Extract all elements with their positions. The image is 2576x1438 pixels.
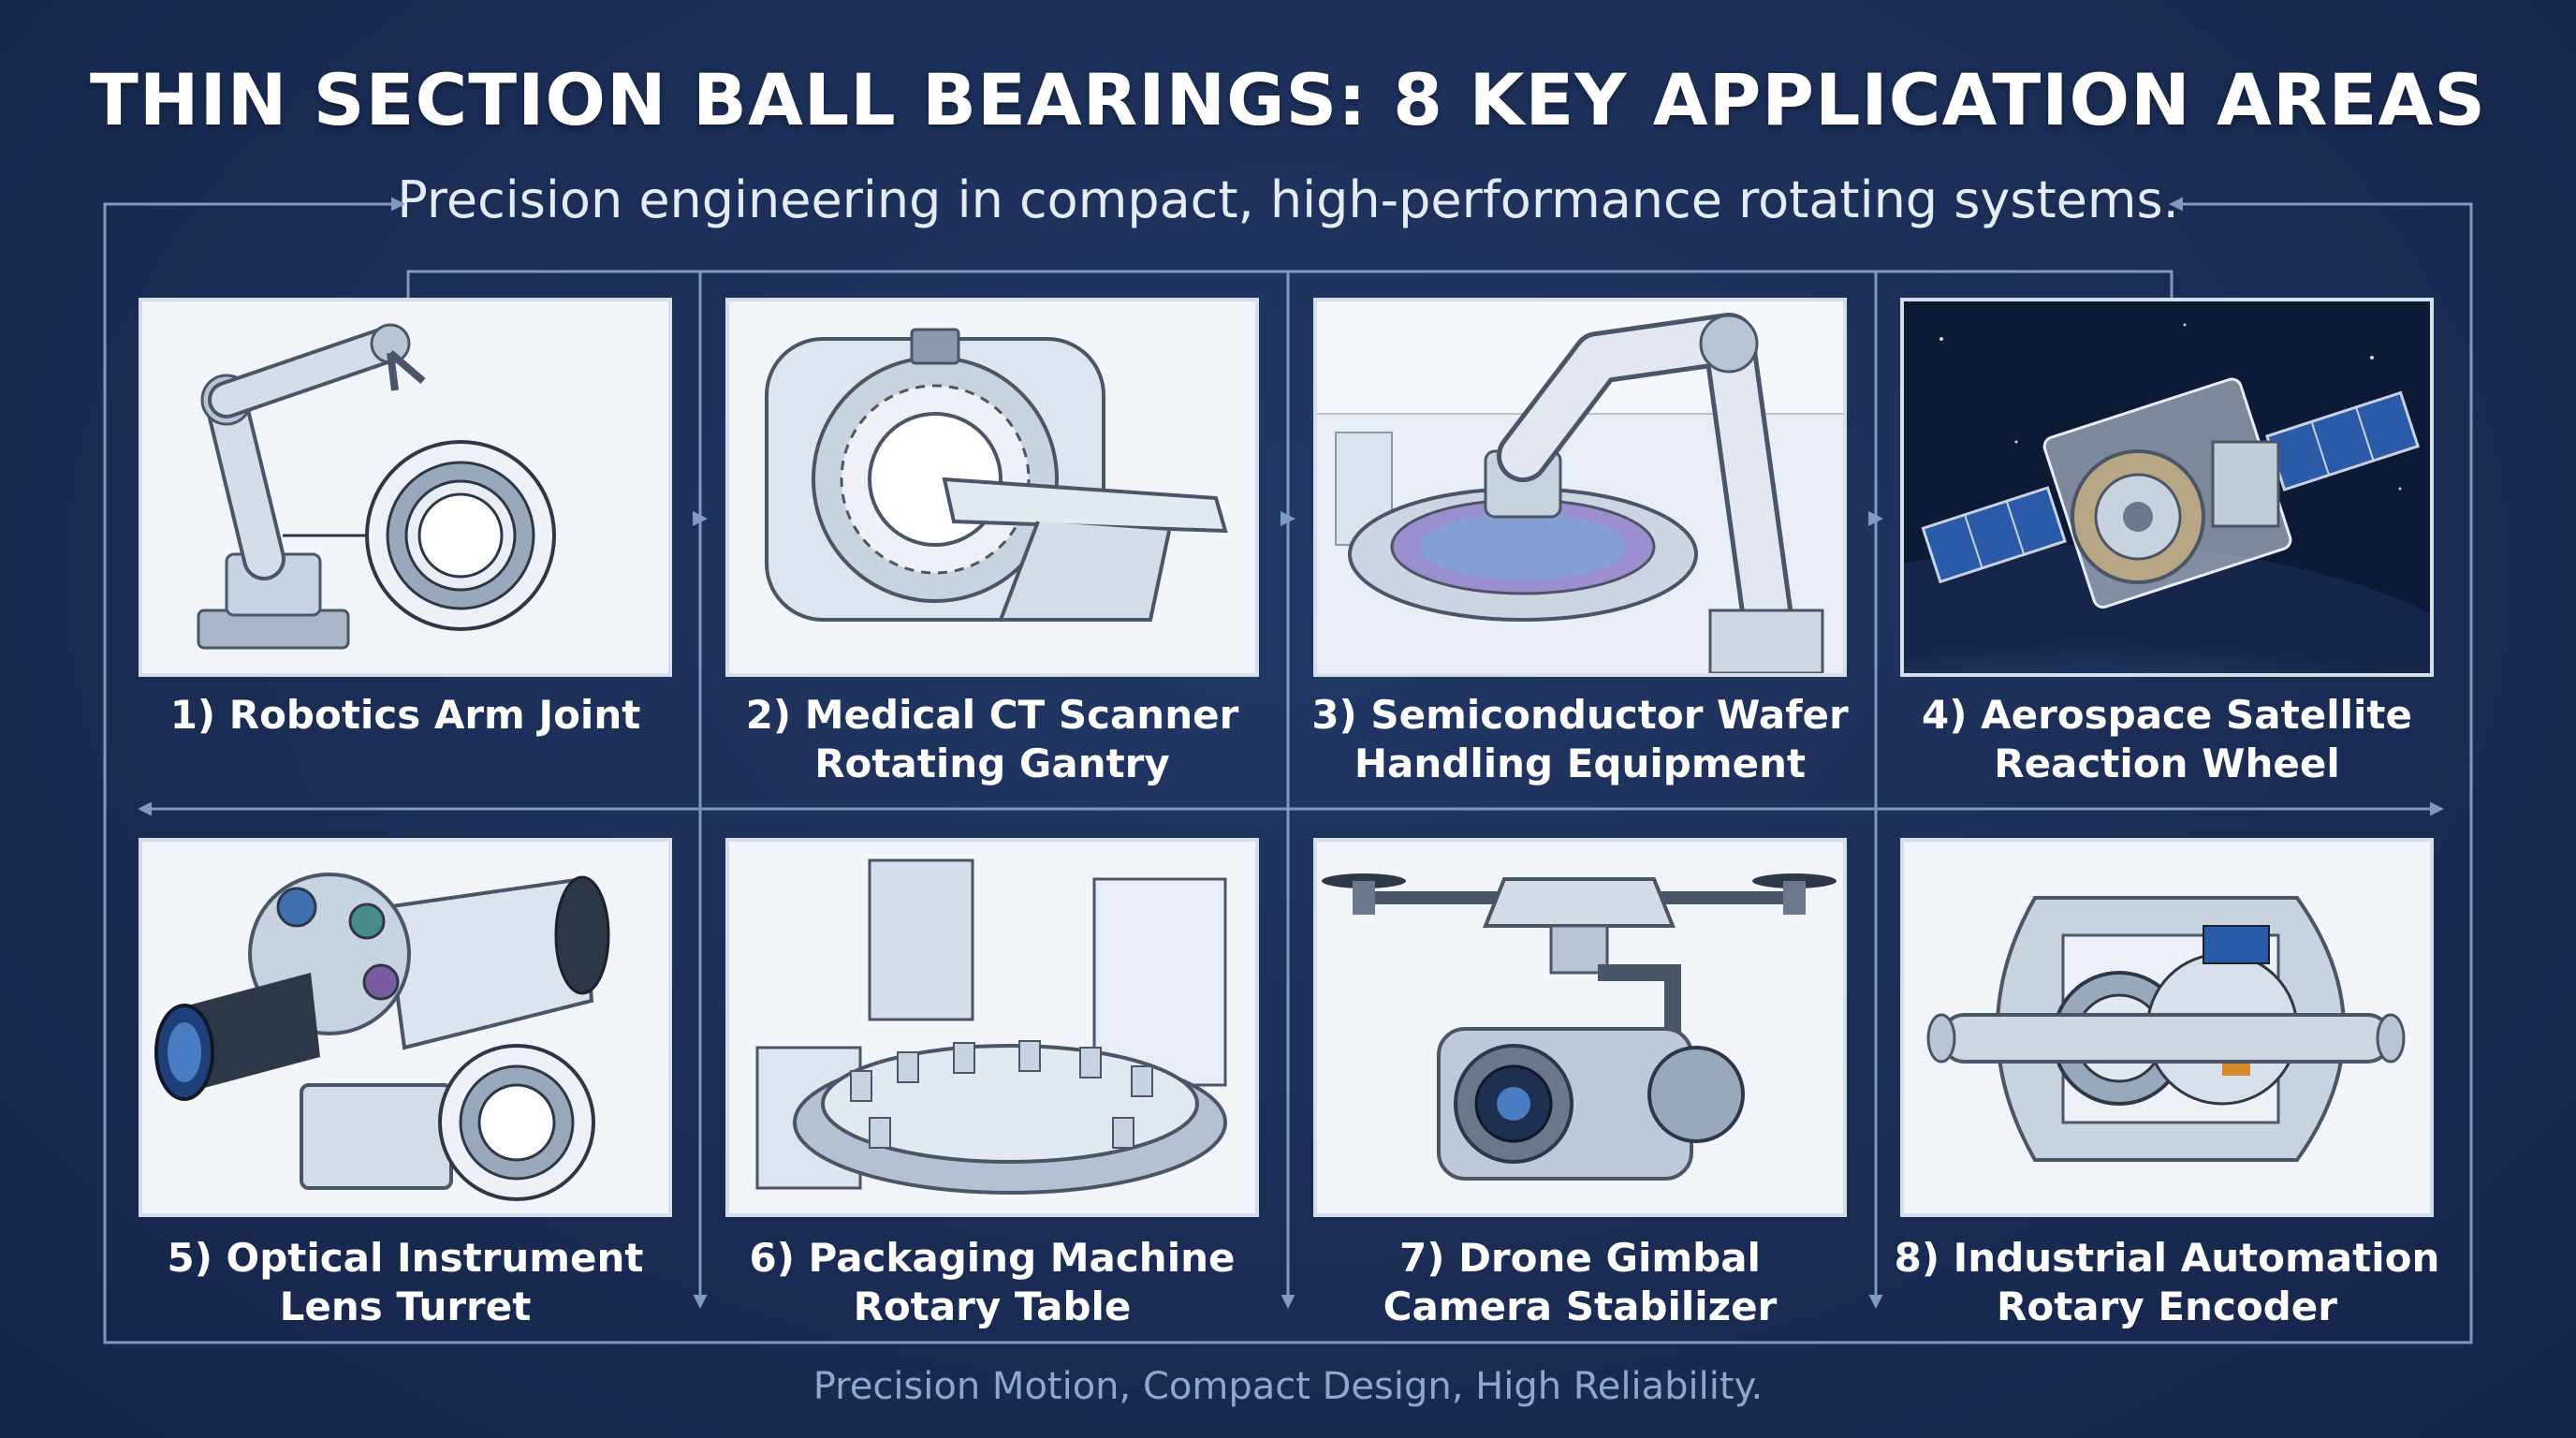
label-line-1: 5) Optical Instrument (167, 1235, 644, 1281)
label-line-2: Handling Equipment (1354, 741, 1807, 786)
panel-rotary-encoder (1900, 838, 2434, 1217)
arrow-2-3 (1281, 511, 1295, 526)
ct-scanner-icon (729, 301, 1255, 673)
label-line-1: 2) Medical CT Scanner (745, 692, 1239, 738)
panel-ct-scanner (725, 298, 1259, 677)
robot-arm-icon (142, 301, 668, 673)
label-optical-lens-turret: 5) Optical Instrument Lens Turret (106, 1234, 705, 1331)
drone-gimbal-icon (1317, 842, 1843, 1213)
frame-left-connector (103, 202, 2473, 1344)
label-line-2: Rotary Encoder (1997, 1284, 2337, 1329)
label-line-1: 4) Aerospace Satellite (1922, 692, 2412, 738)
panel-wafer-handling (1313, 298, 1847, 677)
panel-packaging-rotary-table (725, 838, 1259, 1217)
lens-turret-icon (142, 842, 668, 1213)
label-packaging-rotary-table: 6) Packaging Machine Rotary Table (693, 1234, 1292, 1331)
footer-tagline: Precision Motion, Compact Design, High R… (812, 1365, 1764, 1408)
label-line-1: 1) Robotics Arm Joint (169, 692, 641, 738)
label-line-1: 8) Industrial Automation (1894, 1235, 2440, 1281)
label-wafer-handling: 3) Semiconductor Wafer Handling Equipmen… (1281, 691, 1880, 788)
arrow-3-4 (1868, 511, 1883, 526)
label-line-1: 3) Semiconductor Wafer (1311, 692, 1849, 738)
rotary-encoder-icon (1904, 842, 2430, 1213)
top-bracket (406, 270, 2174, 298)
label-line-2: Reaction Wheel (1994, 741, 2340, 786)
panel-robotics-arm-joint (139, 298, 672, 677)
wafer-handler-icon (1317, 301, 1843, 673)
satellite-icon (1904, 301, 2430, 673)
rotary-table-icon (729, 842, 1255, 1213)
panel-drone-gimbal (1313, 838, 1847, 1217)
label-ct-scanner: 2) Medical CT Scanner Rotating Gantry (693, 691, 1292, 788)
label-line-2: Camera Stabilizer (1383, 1284, 1778, 1329)
label-rotary-encoder: 8) Industrial Automation Rotary Encoder (1867, 1234, 2466, 1331)
label-line-2: Rotating Gantry (814, 741, 1170, 786)
page-subtitle: Precision engineering in compact, high-p… (397, 170, 2179, 229)
label-line-2: Rotary Table (853, 1284, 1132, 1329)
label-satellite-reaction-wheel: 4) Aerospace Satellite Reaction Wheel (1867, 691, 2466, 788)
label-line-1: 7) Drone Gimbal (1399, 1235, 1761, 1281)
arrow-1-2 (693, 511, 708, 526)
panel-satellite-reaction-wheel (1900, 298, 2434, 677)
label-drone-gimbal: 7) Drone Gimbal Camera Stabilizer (1281, 1234, 1880, 1331)
label-line-2: Lens Turret (279, 1284, 532, 1329)
label-robotics-arm-joint: 1) Robotics Arm Joint (106, 691, 705, 740)
label-line-1: 6) Packaging Machine (749, 1235, 1236, 1281)
page-title: THIN SECTION BALL BEARINGS: 8 KEY APPLIC… (90, 58, 2486, 141)
panel-optical-lens-turret (139, 838, 672, 1217)
